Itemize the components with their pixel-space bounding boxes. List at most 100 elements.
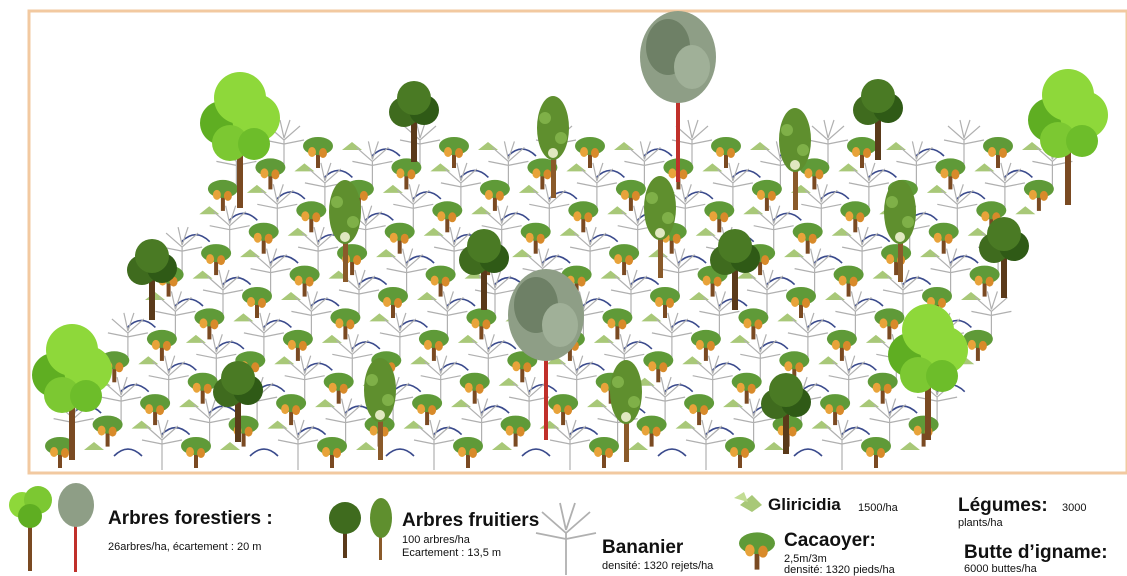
gliricidia-plant <box>383 185 403 193</box>
legend-vegetables-detail-1: 3000 <box>1062 502 1086 514</box>
gliricidia-plant <box>764 442 784 450</box>
cacao-plant <box>643 351 673 382</box>
gliricidia-plant <box>240 249 260 257</box>
cacao-plant <box>337 244 367 275</box>
cacao-plant <box>732 373 762 404</box>
cacao-plant <box>847 137 877 168</box>
legend-banana-icon <box>536 503 596 575</box>
gliricidia-plant <box>179 399 199 407</box>
gliricidia-plant <box>376 249 396 257</box>
cacao-plant <box>378 287 408 318</box>
banana-plant <box>278 420 318 470</box>
gliricidia-plant <box>825 292 845 300</box>
gliricidia-plant <box>628 442 648 450</box>
gliricidia-plant <box>812 421 832 429</box>
gliricidia-plant <box>702 163 722 171</box>
gliricidia-plant <box>458 335 478 343</box>
legend-yam-detail: 6000 buttes/ha <box>964 563 1037 575</box>
gliricidia-plant <box>1015 206 1035 214</box>
legend-gliricidia-detail: 1500/ha <box>858 502 898 514</box>
gliricidia-plant <box>968 228 988 236</box>
cacao-plant <box>786 287 816 318</box>
legend-fruit-detail-1: 100 arbres/ha <box>402 534 470 546</box>
cacao-plant <box>929 223 959 254</box>
gliricidia-plant <box>424 228 444 236</box>
gliricidia-plant <box>471 206 491 214</box>
banana-plant <box>142 420 182 470</box>
cacao-plant <box>201 244 231 275</box>
gliricidia-plant <box>682 356 702 364</box>
gliricidia-plant <box>84 442 104 450</box>
gliricidia-plant <box>499 378 519 386</box>
cacao-plant <box>208 180 238 211</box>
cacao-plant <box>317 437 347 468</box>
yam-mound <box>794 449 822 456</box>
cacao-plant <box>840 201 870 232</box>
cacao-plant <box>684 394 714 425</box>
cacao-plant <box>480 180 510 211</box>
gliricidia-plant <box>743 206 763 214</box>
cacao-plant <box>391 158 421 189</box>
cacao-plant <box>255 158 285 189</box>
gliricidia-plant <box>430 163 450 171</box>
cacao-plant <box>521 223 551 254</box>
gliricidia-plant <box>730 335 750 343</box>
yam-mound <box>658 449 686 456</box>
gliricidia-plant <box>866 335 886 343</box>
gliricidia-plant <box>784 249 804 257</box>
gliricidia-plant <box>247 185 267 193</box>
gliricidia-plant <box>342 142 362 150</box>
gliricidia-plant <box>410 356 430 364</box>
yam-mound <box>386 449 414 456</box>
cacao-plant <box>249 223 279 254</box>
cacao-plant <box>609 244 639 275</box>
gliricidia-plant <box>927 185 947 193</box>
cacao-plant <box>868 373 898 404</box>
cacao-plant <box>501 416 531 447</box>
yam-mound <box>114 449 142 456</box>
cacao-plant <box>229 416 259 447</box>
gliricidia-plant <box>696 228 716 236</box>
legend-fruit-title: Arbres fruitiers <box>402 510 539 532</box>
gliricidia-plant <box>873 271 893 279</box>
cacao-plant <box>453 437 483 468</box>
gliricidia-plant <box>587 399 607 407</box>
banana-plant <box>686 420 726 470</box>
gliricidia-plant <box>560 228 580 236</box>
cacao-plant <box>140 394 170 425</box>
cacao-plant <box>330 308 360 339</box>
cacao-plant <box>616 180 646 211</box>
gliricidia-plant <box>689 292 709 300</box>
cacao-plant <box>439 137 469 168</box>
gliricidia-plant <box>777 313 797 321</box>
gliricidia-plant <box>750 142 770 150</box>
banana-plant <box>822 420 862 470</box>
gliricidia-plant <box>322 335 342 343</box>
cacao-plant <box>602 308 632 339</box>
gliricidia-plant <box>193 271 213 279</box>
legend-forest-icon <box>9 483 94 572</box>
gliricidia-plant <box>859 399 879 407</box>
cacao-plant <box>704 201 734 232</box>
cacao-plant <box>432 201 462 232</box>
yam-mound <box>250 449 278 456</box>
cacao-plant <box>460 373 490 404</box>
cacao-plant <box>466 308 496 339</box>
cacao-plant <box>419 330 449 361</box>
cacao-plant <box>909 416 939 447</box>
legend-yam-title: Butte d’igname: <box>964 542 1108 564</box>
cacao-plant <box>793 223 823 254</box>
yam-mound <box>522 449 550 456</box>
cacao-plant <box>738 308 768 339</box>
cacao-plant <box>752 180 782 211</box>
gliricidia-plant <box>614 142 634 150</box>
cacao-plant <box>983 137 1013 168</box>
cacao-plant <box>181 437 211 468</box>
cacao-plant <box>568 201 598 232</box>
cacao-plant <box>242 287 272 318</box>
gliricidia-plant <box>138 356 158 364</box>
gliricidia-plant <box>838 163 858 171</box>
gliricidia-plant <box>566 163 586 171</box>
gliricidia-plant <box>274 356 294 364</box>
gliricidia-plant <box>233 313 253 321</box>
